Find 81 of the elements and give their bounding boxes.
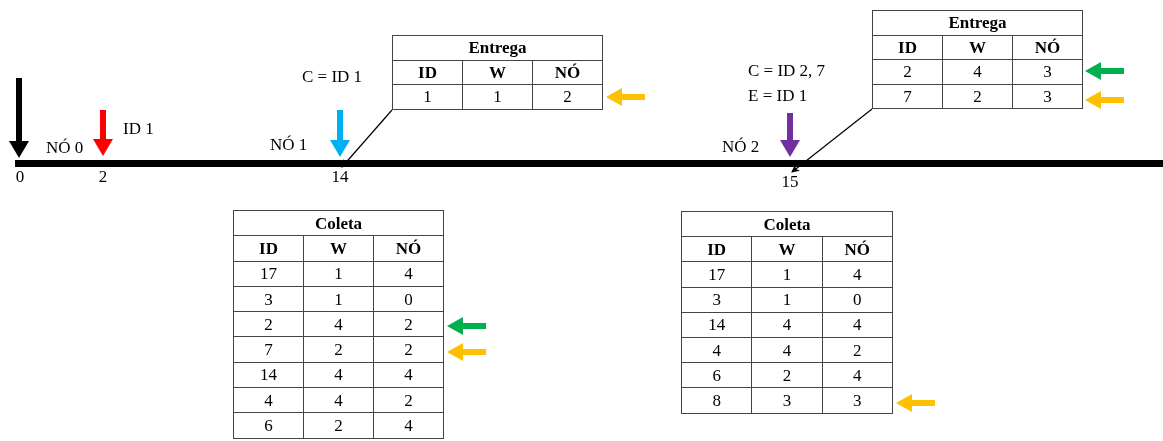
table-cell: 3	[1012, 84, 1083, 109]
table-cell: 8	[681, 387, 752, 413]
table-cell: 4	[822, 312, 893, 338]
data-table	[681, 211, 893, 414]
event-label: E = ID 1	[748, 87, 808, 104]
column-header: W	[751, 236, 823, 262]
table-title: Entrega	[872, 10, 1083, 35]
table-cell: 2	[751, 362, 823, 388]
table-cell: 1	[392, 84, 463, 109]
node-label: NÓ 1	[270, 136, 308, 153]
column-header: NÓ	[373, 235, 444, 262]
data-table	[872, 10, 1083, 109]
table-cell: 2	[373, 311, 444, 337]
column-header: NÓ	[1012, 35, 1083, 60]
column-header: ID	[681, 236, 752, 262]
table-cell: 4	[303, 362, 374, 388]
column-header: NÓ	[532, 60, 603, 85]
table-cell: 4	[822, 261, 893, 288]
tick-label: 0	[15, 168, 25, 185]
column-header: ID	[872, 35, 943, 60]
table-cell: 4	[373, 412, 444, 439]
table-cell: 4	[822, 362, 893, 388]
table-cell: 4	[303, 311, 374, 337]
table-cell: 1	[751, 287, 823, 313]
table-cell: 4	[751, 337, 823, 363]
node-label: NÓ 0	[46, 139, 84, 156]
table-cell: 2	[303, 412, 374, 439]
column-header: NÓ	[822, 236, 893, 262]
table-title: Coleta	[681, 211, 893, 237]
table-cell: 2	[303, 337, 374, 363]
table-title: Entrega	[392, 35, 603, 60]
column-header: W	[942, 35, 1013, 60]
table-cell: 1	[751, 261, 823, 288]
table-title: Coleta	[233, 210, 444, 236]
table-cell: 2	[942, 84, 1013, 109]
table-cell: 3	[681, 287, 752, 313]
table-cell: 2	[532, 84, 603, 109]
table-cell: 6	[233, 412, 304, 439]
table-cell: 7	[233, 337, 304, 363]
table-cell: 14	[681, 312, 752, 338]
table-cell: 17	[681, 261, 752, 288]
node-label: NÓ 2	[722, 138, 760, 155]
table-cell: 4	[942, 59, 1013, 84]
event-label: C = ID 2, 7	[748, 62, 826, 79]
event-label: ID 1	[123, 120, 154, 137]
table-cell: 17	[233, 261, 304, 287]
table-cell: 0	[373, 286, 444, 312]
table-cell: 0	[822, 287, 893, 313]
tick-label: 14	[331, 168, 349, 185]
column-header: W	[303, 235, 374, 262]
table-cell: 2	[872, 59, 943, 84]
column-header: W	[462, 60, 533, 85]
table-cell: 3	[233, 286, 304, 312]
table-cell: 2	[373, 337, 444, 363]
leader-line	[791, 108, 873, 173]
table-cell: 4	[681, 337, 752, 363]
table-cell: 14	[233, 362, 304, 388]
table-cell: 1	[303, 261, 374, 287]
table-cell: 4	[373, 362, 444, 388]
table-cell: 3	[1012, 59, 1083, 84]
table-cell: 7	[872, 84, 943, 109]
table-cell: 4	[233, 387, 304, 413]
table-cell: 2	[822, 337, 893, 363]
column-header: ID	[233, 235, 304, 262]
table-cell: 4	[751, 312, 823, 338]
table-cell: 4	[373, 261, 444, 287]
data-table	[233, 210, 444, 439]
column-header: ID	[392, 60, 463, 85]
table-cell: 4	[303, 387, 374, 413]
table-cell: 6	[681, 362, 752, 388]
tick-label: 2	[98, 168, 108, 185]
table-cell: 2	[233, 311, 304, 337]
table-cell: 3	[822, 387, 893, 413]
leader-line	[341, 109, 393, 168]
data-table	[392, 35, 603, 110]
table-cell: 3	[751, 387, 823, 413]
table-cell: 1	[462, 84, 533, 109]
table-cell: 2	[373, 387, 444, 413]
tick-label: 15	[781, 173, 799, 190]
event-label: C = ID 1	[302, 68, 363, 85]
table-cell: 1	[303, 286, 374, 312]
